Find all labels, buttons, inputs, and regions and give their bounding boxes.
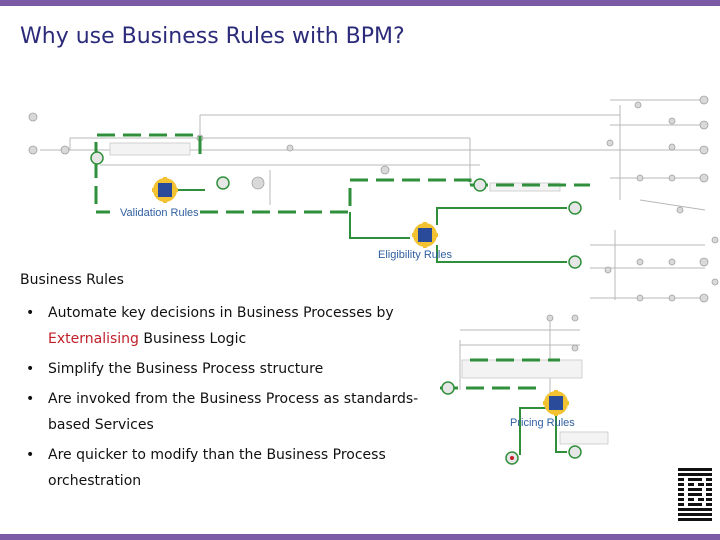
rules-gear-icon — [412, 222, 438, 248]
bullet-item: • Simplify the Business Process structur… — [26, 356, 426, 382]
bullet-item: • Automate key decisions in Business Pro… — [26, 300, 426, 352]
rules-gear-icon — [152, 177, 178, 203]
bullet-dot-icon: • — [26, 305, 35, 321]
bullet-item: • Are quicker to modify than the Busines… — [26, 442, 426, 494]
bullet-dot-icon: • — [26, 391, 35, 407]
bullet-text: Are quicker to modify than the Business … — [48, 447, 386, 489]
bullet-text: Automate key decisions in Business Proce… — [48, 305, 394, 321]
dashed-flow-upper — [94, 133, 590, 390]
bullet-item: • Are invoked from the Business Process … — [26, 386, 426, 438]
background-process-upper — [40, 99, 706, 395]
validation-rules-label: Validation Rules — [120, 207, 199, 219]
bullet-text: Are invoked from the Business Process as… — [48, 391, 419, 433]
eligibility-rules-label: Eligibility Rules — [378, 249, 452, 261]
bullet-list: • Automate key decisions in Business Pro… — [26, 300, 426, 498]
bullet-dot-icon: • — [26, 361, 35, 377]
solid-flow-connectors — [164, 189, 567, 455]
page-title: Why use Business Rules with BPM? — [20, 24, 405, 49]
top-accent-bar — [0, 0, 720, 6]
end-event-marker — [510, 456, 514, 460]
background-boxes — [109, 142, 609, 445]
pricing-rules-label: Pricing Rules — [510, 417, 575, 429]
rules-gear-icon — [543, 390, 569, 416]
bottom-accent-bar — [0, 534, 720, 540]
bullet-text: Simplify the Business Process structure — [48, 361, 324, 377]
process-node-icon — [90, 151, 582, 465]
ibm-logo-icon — [678, 468, 712, 521]
bullet-text-after: Business Logic — [138, 331, 247, 347]
bullet-highlight: Externalising — [48, 331, 139, 347]
bullet-dot-icon: • — [26, 447, 35, 463]
section-heading: Business Rules — [20, 272, 124, 288]
